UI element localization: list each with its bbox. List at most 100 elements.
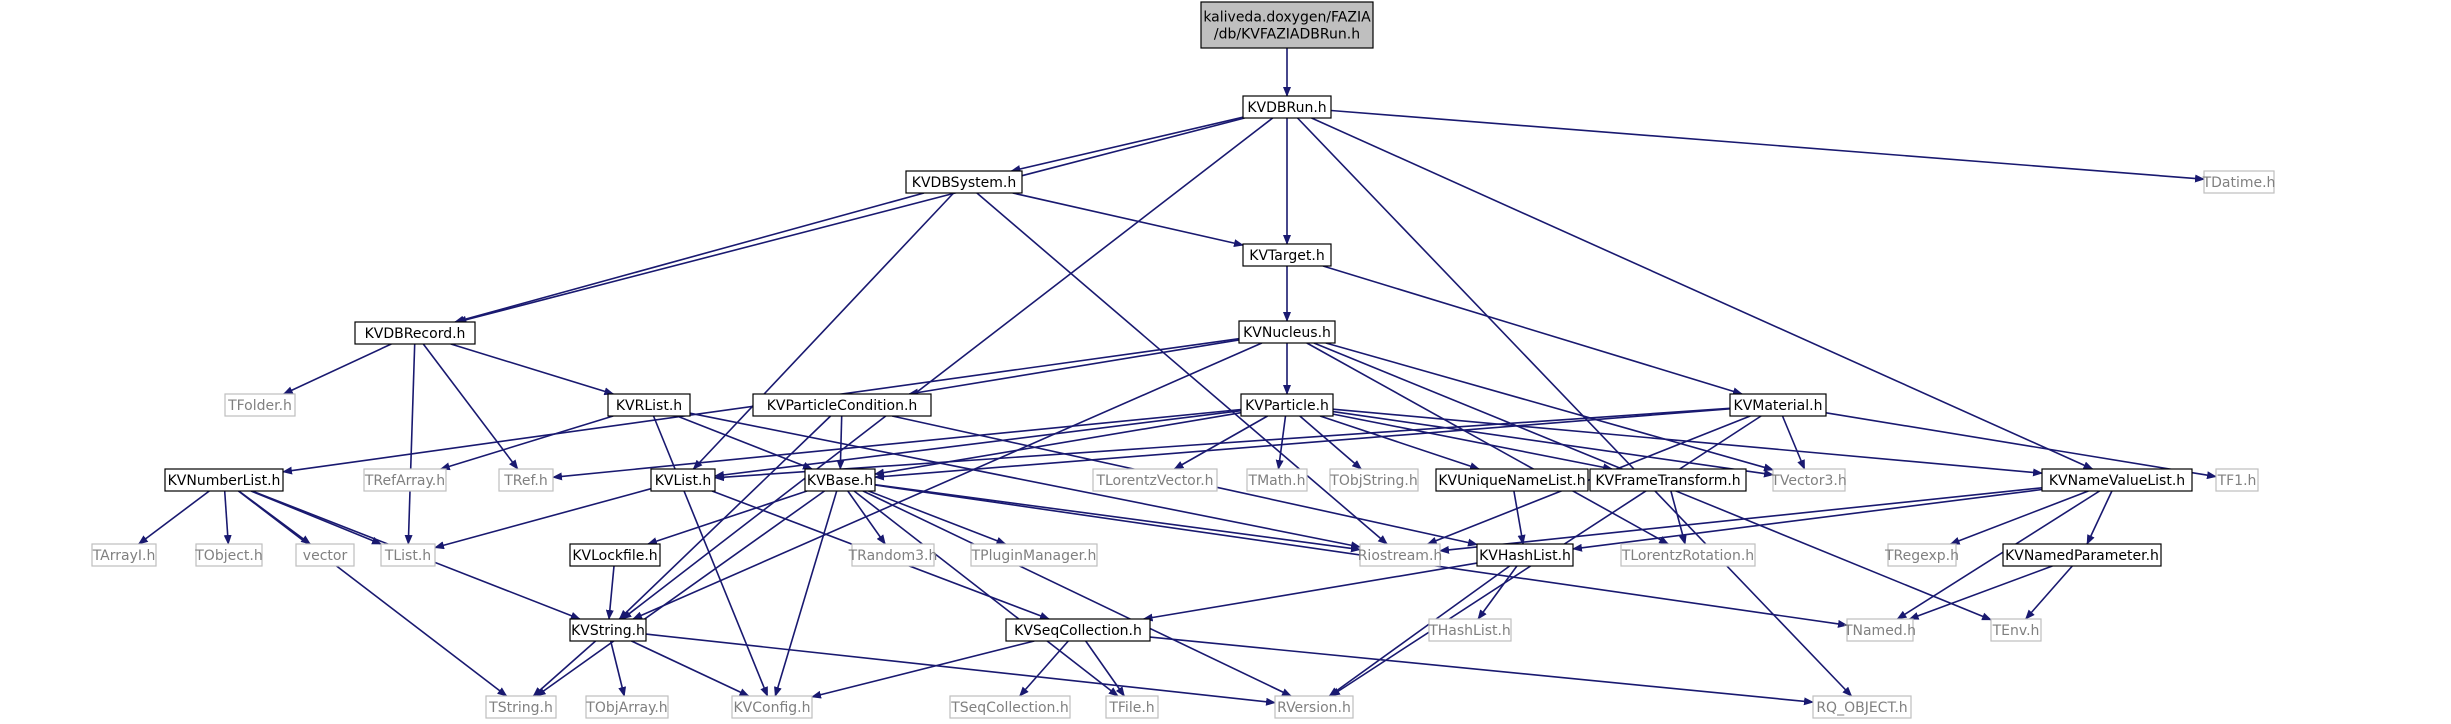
node-tenv[interactable]: TEnv.h [1990,618,2042,642]
edge-kvname-value-list-to-tnamed [1896,490,2101,620]
node-kvnumber-list[interactable]: KVNumberList.h [164,468,284,492]
node-tref[interactable]: TRef.h [498,468,554,492]
node-kvframe-transform[interactable]: KVFrameTransform.h [1589,468,1747,492]
node-label-tobj-array: TObjArray.h [585,700,667,716]
edge-kvparticle-to-kvunique-name-list [1319,415,1480,470]
node-box-kvnumber-list [164,468,284,492]
node-kvnucleus[interactable]: KVNucleus.h [1238,320,1336,344]
node-tobj-array[interactable]: TObjArray.h [585,695,669,719]
node-tobject[interactable]: TObject.h [194,543,263,567]
node-kvlockfile[interactable]: KVLockfile.h [569,543,661,567]
node-kvhash-list[interactable]: KVHashList.h [1476,543,1574,567]
node-kvdbsystem[interactable]: KVDBSystem.h [905,170,1023,194]
node-box-tf1 [2215,468,2259,492]
edge-kvdbrun-to-kvname-value-list [1311,117,2094,470]
node-tlorentz-vector[interactable]: TLorentzVector.h [1092,468,1218,492]
node-label-kvrlist: KVRList.h [616,398,682,414]
node-thash-list[interactable]: THashList.h [1428,618,1512,642]
node-label-tobj-string: TObjString.h [1329,473,1417,489]
node-tmath[interactable]: TMath.h [1246,468,1308,492]
node-kvunique-name-list[interactable]: KVUniqueNameList.h [1435,468,1589,492]
edge-kvname-value-list-to-tregexp [1949,490,2089,545]
node-tstring[interactable]: TString.h [485,695,557,719]
node-box-vector [295,543,355,567]
node-kvlist[interactable]: KVList.h [650,468,716,492]
node-kvnamed-parameter[interactable]: KVNamedParameter.h [2002,543,2162,567]
node-trandom3[interactable]: TRandom3.h [848,543,938,567]
node-tnamed[interactable]: TNamed.h [1843,618,1916,642]
node-label-root-line-2: /db/KVFAZIADBRun.h [1214,27,1360,43]
edge-kvbase-to-trandom3 [847,490,886,545]
node-box-riostream [1359,543,1441,567]
node-kvconfig[interactable]: KVConfig.h [731,695,813,719]
node-box-kvconfig [731,695,813,719]
node-kvstring[interactable]: KVString.h [569,618,647,642]
edge-kvnumber-list-to-tobject [223,490,232,545]
node-tvector3[interactable]: TVector3.h [1770,468,1847,492]
node-label-tlist: TList.h [384,548,431,564]
node-tref-array[interactable]: TRefArray.h [363,468,447,492]
node-kvtarget[interactable]: KVTarget.h [1242,243,1332,267]
edge-kvlockfile-to-kvstring [605,565,615,620]
node-box-kvseq-collection [1005,618,1151,642]
edge-kvname-value-list-to-kvnamed-parameter [2086,490,2113,545]
node-box-kvunique-name-list [1435,468,1589,492]
node-label-kvlist: KVList.h [655,473,712,489]
edge-kvbase-to-rversion [862,490,1292,697]
node-label-kvdbsystem: KVDBSystem.h [912,175,1016,191]
edge-kvbase-to-tfile [853,490,1119,697]
node-rversion[interactable]: RVersion.h [1274,695,1354,719]
node-rq-object[interactable]: RQ_OBJECT.h [1812,695,1912,719]
node-label-tseq-collection: TSeqCollection.h [950,700,1069,716]
node-label-kvdbrun: KVDBRun.h [1247,100,1326,116]
node-label-tf1: TF1.h [2217,473,2257,489]
node-box-kvlockfile [569,543,661,567]
edge-kvunique-name-list-to-kvhash-list [1513,490,1526,545]
node-tlist[interactable]: TList.h [380,543,436,567]
node-tdatime[interactable]: TDatime.h [2202,170,2276,194]
node-tseq-collection[interactable]: TSeqCollection.h [949,695,1071,719]
node-label-tref: TRef.h [503,473,548,489]
node-tarray-i[interactable]: TArrayI.h [91,543,157,567]
node-kvseq-collection[interactable]: KVSeqCollection.h [1005,618,1151,642]
edge-kvnucleus-to-kvparticle-condition [908,339,1240,397]
node-box-kvmaterial [1729,393,1827,417]
edge-kvname-value-list-to-kvhash-list [1572,488,2043,552]
node-label-rversion: RVersion.h [1277,700,1351,716]
node-tfile[interactable]: TFile.h [1105,695,1159,719]
node-label-kvmaterial: KVMaterial.h [1734,398,1823,414]
node-tlorentz-rotation[interactable]: TLorentzRotation.h [1620,543,1756,567]
edge-kvbase-to-kvconfig [774,490,838,697]
node-tobj-string[interactable]: TObjString.h [1329,468,1419,492]
node-label-kvbase: KVBase.h [807,473,873,489]
node-tplugin-manager[interactable]: TPluginManager.h [970,543,1098,567]
edge-kvparticle-to-tref [552,408,1242,481]
node-box-kvparticle [1240,393,1334,417]
node-box-tseq-collection [949,695,1071,719]
node-box-kvdbrun [1242,95,1332,119]
node-tfolder[interactable]: TFolder.h [224,393,296,417]
node-tf1[interactable]: TF1.h [2215,468,2259,492]
node-label-kvname-value-list: KVNameValueList.h [2049,473,2185,489]
node-label-tmath: TMath.h [1248,473,1306,489]
node-kvdbrecord[interactable]: KVDBRecord.h [354,321,476,345]
node-kvbase[interactable]: KVBase.h [804,468,876,492]
node-box-kvframe-transform [1589,468,1747,492]
node-vector[interactable]: vector [295,543,355,567]
node-kvparticle-condition[interactable]: KVParticleCondition.h [752,393,932,417]
node-box-kvbase [804,468,876,492]
node-kvdbrun[interactable]: KVDBRun.h [1242,95,1332,119]
node-kvparticle[interactable]: KVParticle.h [1240,393,1334,417]
node-kvmaterial[interactable]: KVMaterial.h [1729,393,1827,417]
edge-kvdbrecord-to-tfolder [282,343,392,395]
node-kvrlist[interactable]: KVRList.h [607,393,691,417]
edge-kvhash-list-to-thash-list [1477,565,1518,620]
edge-kvparticle-to-kvframe-transform [1332,413,1614,472]
node-tregexp[interactable]: TRegexp.h [1884,543,1959,567]
node-kvname-value-list[interactable]: KVNameValueList.h [2041,468,2193,492]
node-label-kvnamed-parameter: KVNamedParameter.h [2005,548,2159,564]
node-label-kvtarget: KVTarget.h [1249,248,1324,264]
node-label-tenv: TEnv.h [1992,623,2040,639]
node-riostream[interactable]: Riostream.h [1358,543,1443,567]
